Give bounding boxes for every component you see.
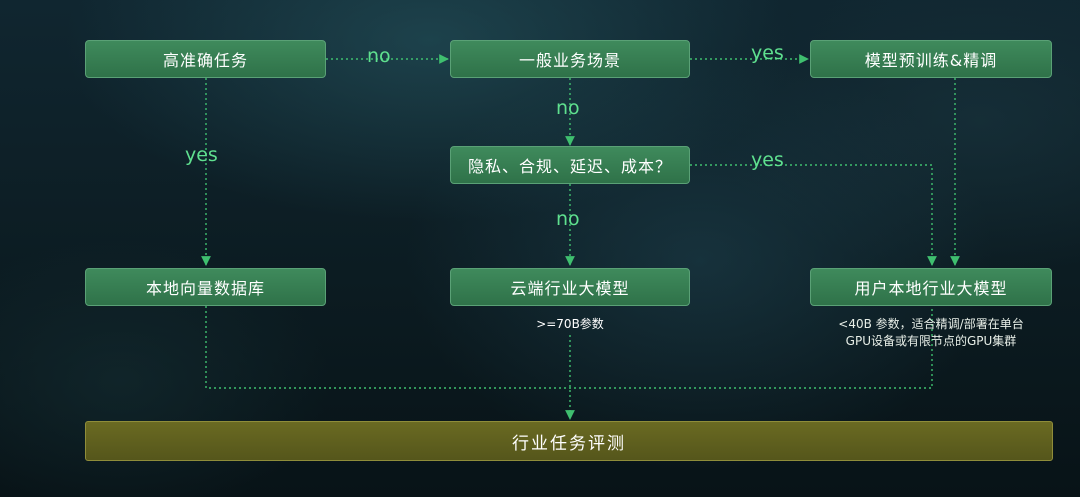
node-cloud-model: 云端行业大模型 — [450, 268, 690, 306]
edge-label-precise-to-vector: yes — [185, 144, 218, 166]
note-local-params-line2: GPU设备或有限节点的GPU集群 — [845, 334, 1017, 348]
node-cloud-model-label: 云端行业大模型 — [510, 279, 630, 298]
note-local-params: <40B 参数，适合精调/部署在单台 GPU设备或有限节点的GPU集群 — [800, 316, 1062, 350]
node-pretrain-finetune-label: 模型预训练&精调 — [864, 51, 998, 70]
node-evaluation-label: 行业任务评测 — [512, 433, 626, 454]
node-local-vector-db-label: 本地向量数据库 — [145, 279, 265, 298]
node-precise-task-label: 高准确任务 — [162, 51, 248, 70]
node-general-scenario-label: 一般业务场景 — [518, 51, 621, 70]
edge-vector-to-eval — [205, 306, 933, 389]
node-pretrain-finetune: 模型预训练&精调 — [810, 40, 1052, 78]
node-privacy-check: 隐私、合规、延迟、成本？ — [450, 146, 690, 184]
node-general-scenario: 一般业务场景 — [450, 40, 690, 78]
node-local-vector-db: 本地向量数据库 — [85, 268, 326, 306]
node-user-local-model-label: 用户本地行业大模型 — [854, 279, 1008, 298]
node-evaluation: 行业任务评测 — [85, 421, 1053, 461]
edge-label-precise-to-general: no — [367, 45, 391, 67]
note-local-params-line1: <40B 参数，适合精调/部署在单台 — [838, 317, 1024, 331]
node-privacy-check-label: 隐私、合规、延迟、成本？ — [467, 157, 672, 176]
edge-label-privacy-to-local: yes — [751, 149, 784, 171]
note-cloud-params: >=70B参数 — [536, 317, 604, 331]
edge-label-general-to-pretrain: yes — [751, 42, 784, 64]
edge-privacy-to-local — [690, 164, 937, 266]
edge-label-general-to-privacy: no — [556, 97, 580, 119]
node-precise-task: 高准确任务 — [85, 40, 326, 78]
node-user-local-model: 用户本地行业大模型 — [810, 268, 1052, 306]
edge-label-privacy-to-cloud: no — [556, 208, 580, 230]
